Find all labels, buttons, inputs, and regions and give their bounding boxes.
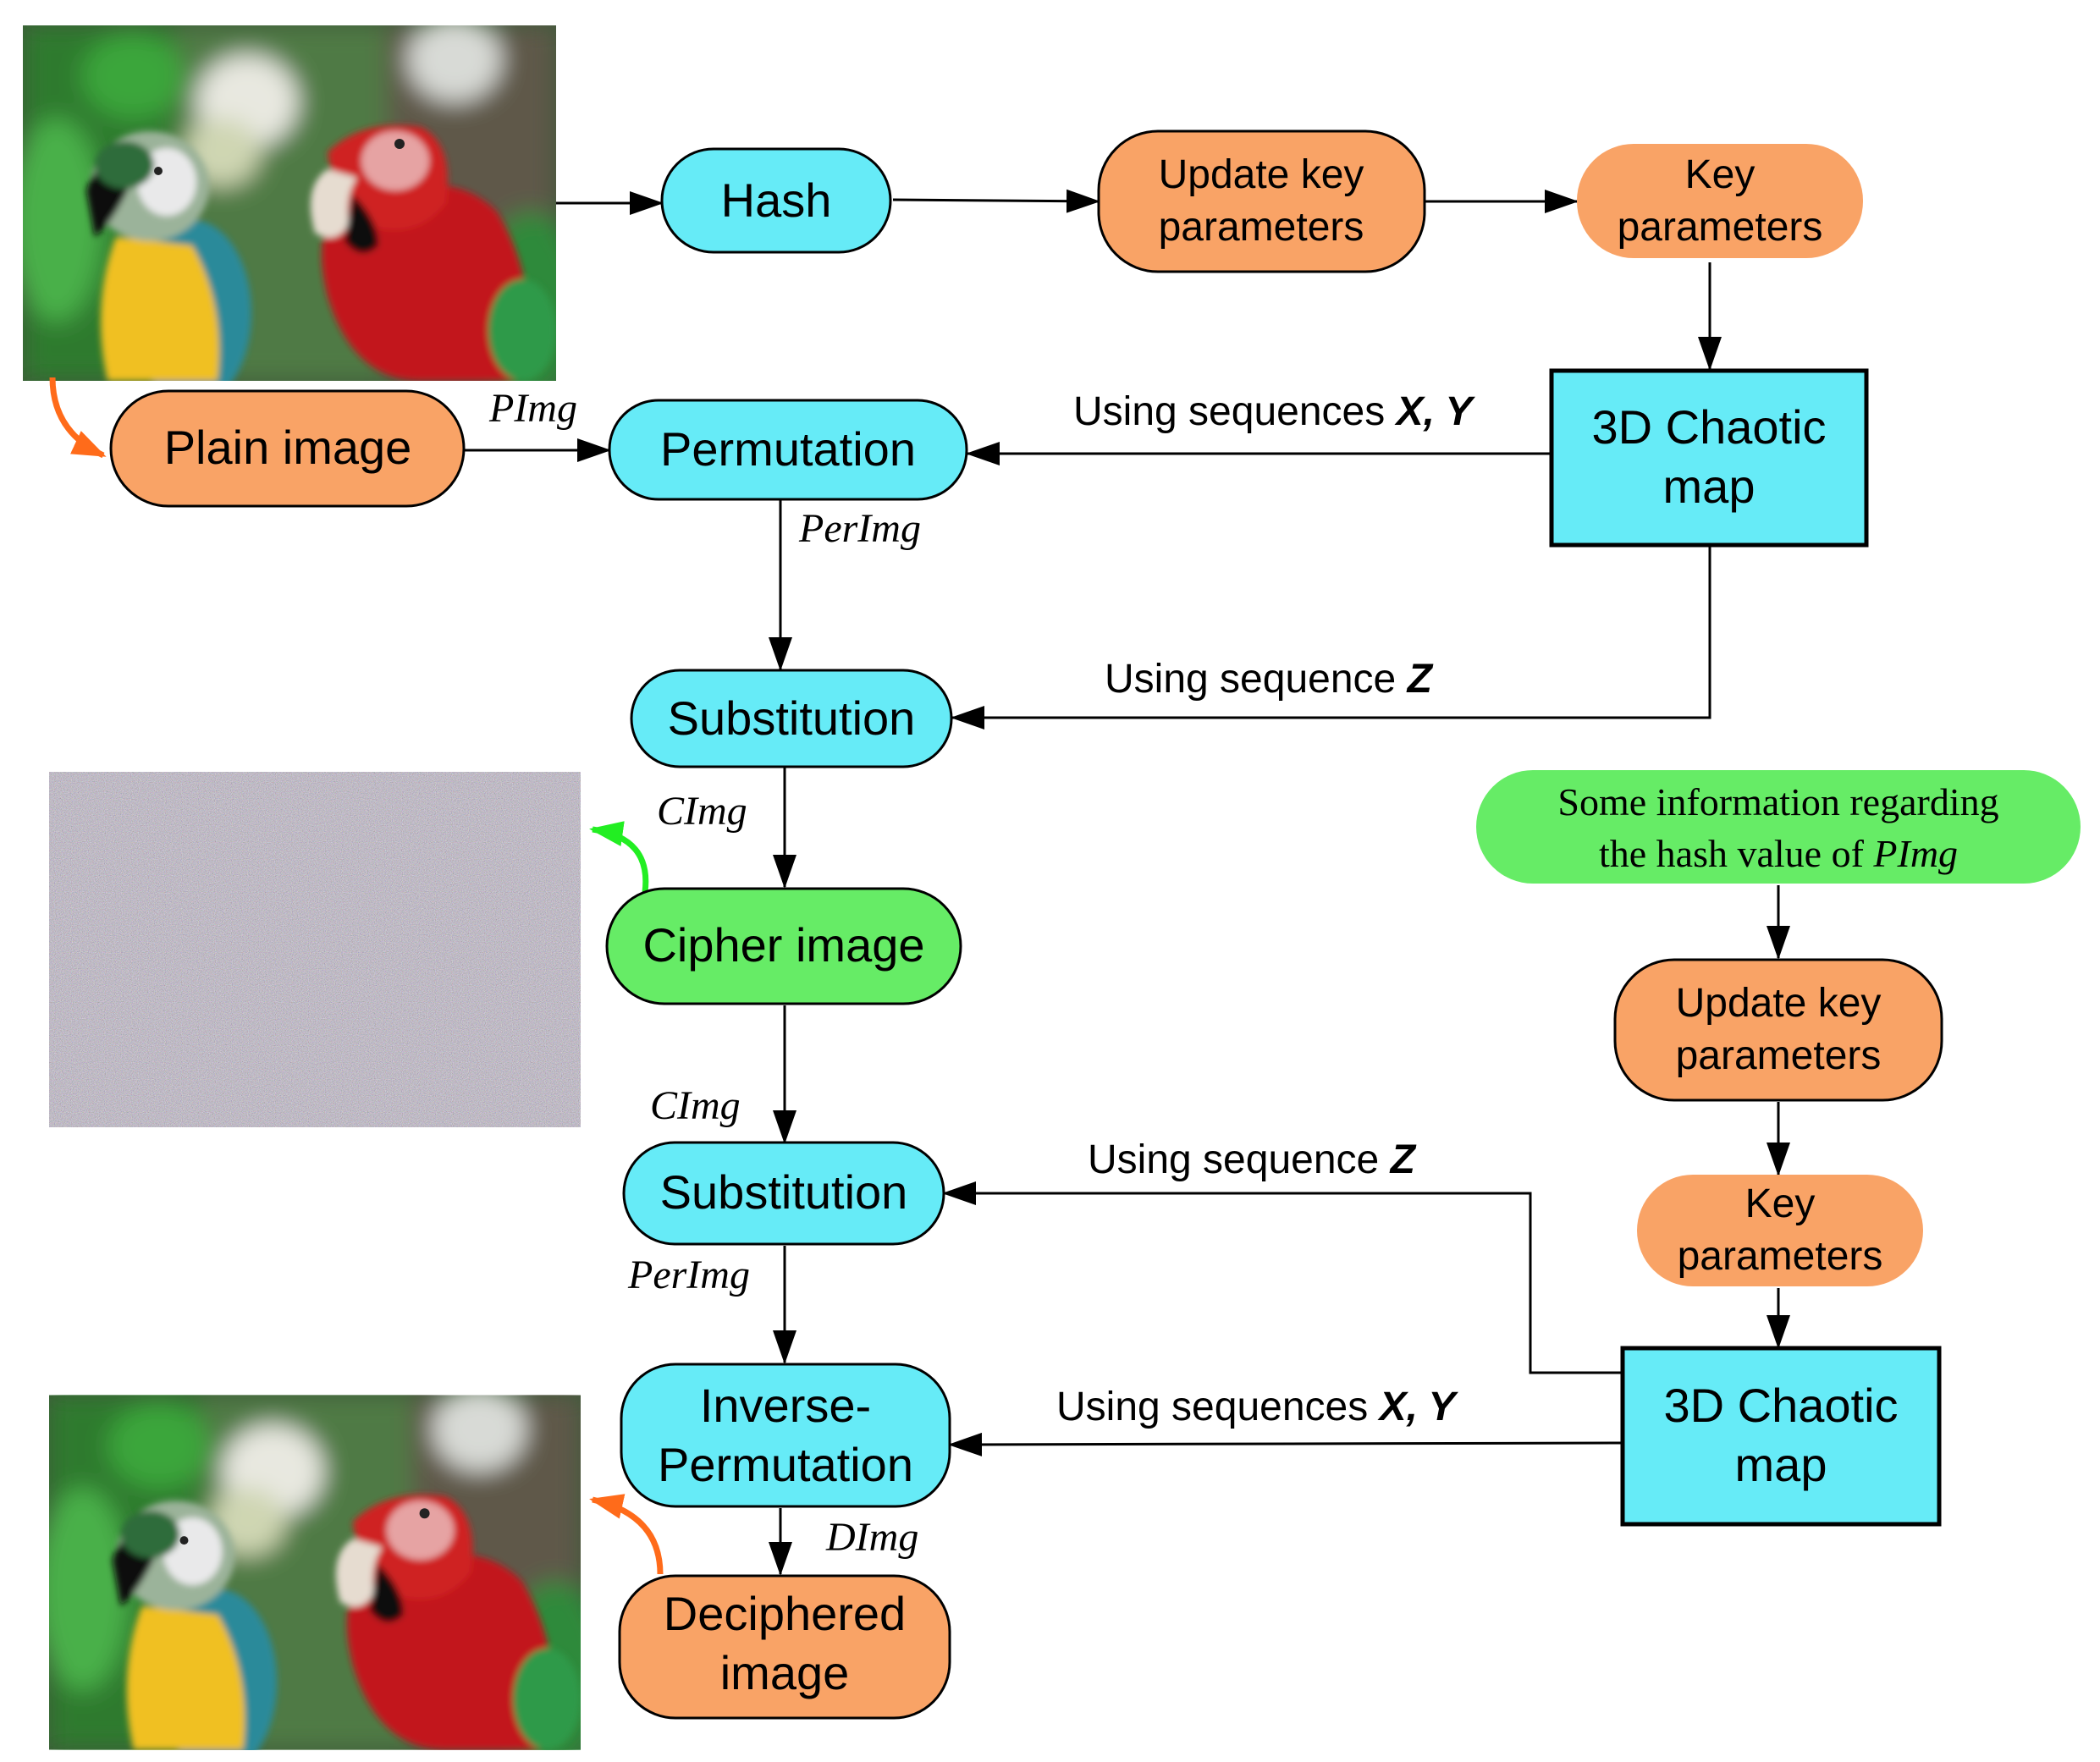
substitution-label: Substitution <box>668 691 916 745</box>
chaotic-map-node: 3D Chaotic map <box>1549 368 1869 548</box>
chaotic-map-line1: 3D Chaotic <box>1591 400 1826 454</box>
label-perimg-1: PerImg <box>798 506 921 551</box>
hash-info-line2: the hash value of PImg <box>1599 832 1958 875</box>
hash-node: Hash <box>660 147 892 254</box>
key-params-line2: parameters <box>1618 205 1823 250</box>
update-key-line1: Update key <box>1159 152 1364 197</box>
label-using-sequence-z-1: Using sequence Z <box>1105 657 1434 702</box>
orange-curved-arrow-deciphered <box>589 1494 664 1575</box>
permutation-node: Permutation <box>608 399 968 501</box>
key-params2-line2: parameters <box>1678 1234 1883 1279</box>
label-cimg-2: CImg <box>650 1083 741 1128</box>
chaotic-map-line2: map <box>1663 460 1756 513</box>
edge-map2-to-substitution2 <box>942 1181 1622 1374</box>
plain-image-photo <box>10 17 581 406</box>
update-key2-line1: Update key <box>1676 981 1882 1026</box>
label-dimg: DImg <box>825 1515 918 1560</box>
update-key-node-2: Update key parameters <box>1613 958 1943 1102</box>
substitution-node-2: Substitution <box>622 1141 945 1246</box>
orange-curved-arrow-plain <box>49 377 107 459</box>
label-pimg: PImg <box>488 386 577 431</box>
label-using-sequence-z-2: Using sequence Z <box>1088 1137 1417 1182</box>
deciphered-image-node: Deciphered image <box>618 1574 951 1720</box>
chaotic-map2-line2: map <box>1735 1438 1827 1491</box>
edges <box>464 189 1790 1576</box>
permutation-label: Permutation <box>660 422 916 476</box>
edge-map-to-substitution <box>951 546 1711 730</box>
label-cimg-1: CImg <box>657 789 747 834</box>
label-using-sequences-xy-1: Using sequences X, Y <box>1073 389 1475 434</box>
key-parameters-node-2: Key parameters <box>1637 1175 1923 1286</box>
deciphered-line1: Deciphered <box>664 1587 906 1640</box>
update-key-line2: parameters <box>1159 205 1364 250</box>
edge-map2-to-inverse <box>948 1432 1623 1456</box>
hash-info-node: Some information regarding the hash valu… <box>1476 770 2081 884</box>
key-params2-line1: Key <box>1745 1181 1816 1226</box>
cipher-image-node: Cipher image <box>605 887 962 1005</box>
inverse-permutation-line2: Permutation <box>658 1438 913 1491</box>
key-parameters-node: Key parameters <box>1577 144 1863 258</box>
hash-label: Hash <box>721 173 832 227</box>
substitution-node: Substitution <box>630 669 953 768</box>
green-curved-arrow-cipher <box>589 821 649 893</box>
deciphered-image-photo <box>36 1387 606 1762</box>
update-key2-line2: parameters <box>1676 1033 1882 1078</box>
cipher-image-noise <box>49 772 581 1127</box>
hash-info-line1: Some information regarding <box>1557 780 1998 823</box>
update-key-node: Update key parameters <box>1097 129 1426 273</box>
label-using-sequences-xy-2: Using sequences X, Y <box>1056 1385 1458 1429</box>
plain-image-node: Plain image <box>109 389 466 508</box>
cipher-image-label: Cipher image <box>642 918 924 972</box>
edge-hash-to-update <box>892 189 1100 213</box>
label-perimg-2: PerImg <box>627 1253 750 1297</box>
plain-image-label: Plain image <box>164 421 412 474</box>
chaotic-map-node-2: 3D Chaotic map <box>1620 1346 1942 1527</box>
inverse-permutation-node: Inverse- Permutation <box>620 1363 951 1508</box>
inverse-permutation-line1: Inverse- <box>700 1379 871 1432</box>
key-params-line1: Key <box>1685 152 1756 197</box>
substitution2-label: Substitution <box>660 1165 908 1219</box>
chaotic-map2-line1: 3D Chaotic <box>1663 1379 1898 1432</box>
deciphered-line2: image <box>720 1646 850 1699</box>
